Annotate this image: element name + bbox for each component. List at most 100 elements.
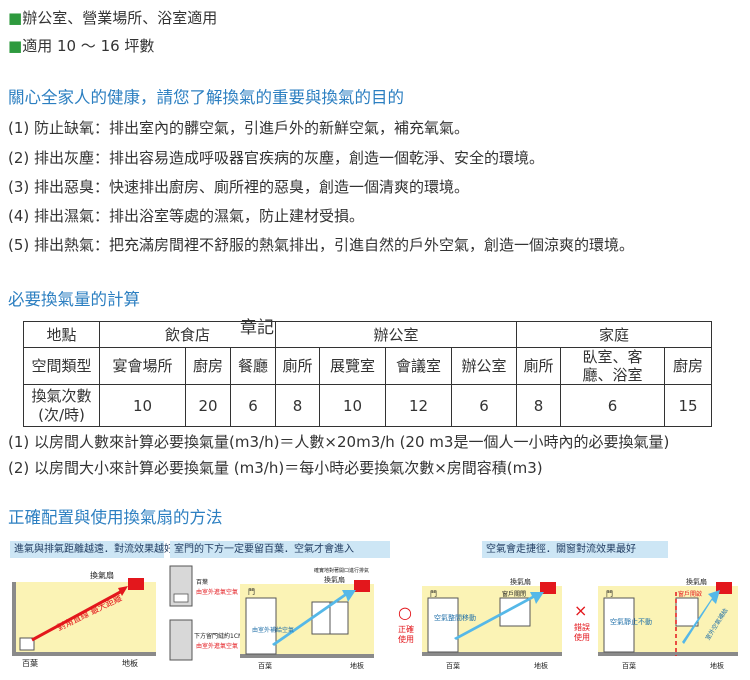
still-air-label: 空氣靜止不動: [610, 617, 652, 626]
health-item: (1) 防止缺氧：排出室內的髒空氣，引進戶外的新鮮空氣，補充氧氣。: [8, 119, 470, 137]
intro-text: 辦公室、營業場所、浴室適用: [22, 9, 218, 27]
diagram-wrong-use: × 錯誤 使用 換氣扇 窗戶開啟 門 空氣靜止不動 室外空氣補給 百葉 地板: [570, 568, 742, 672]
correct-label: 使用: [398, 634, 414, 644]
door-label: 門: [248, 588, 255, 596]
arrowhead-icon: [118, 586, 128, 596]
vent-grille: [19, 637, 35, 651]
floor-line: [598, 652, 738, 656]
space-type-cell: 廚房: [185, 347, 231, 385]
green-square-icon: ■: [8, 9, 23, 27]
rate-cell: 8: [275, 384, 321, 427]
door-vent-note: 由室外進氣空氣: [196, 588, 238, 596]
row-label-space-type: 空間類型: [23, 347, 100, 385]
diagram-diagonal-distance: 換氣扇 對角直線 最大距離 百葉 地板: [10, 566, 158, 672]
floor-line: [240, 654, 374, 658]
fan-icon: [354, 580, 370, 592]
wrong-label: 使用: [574, 632, 590, 642]
space-type-cell: 餐廳: [229, 347, 277, 385]
floor-label: 地板: [710, 661, 724, 670]
vent-label: 百葉: [446, 661, 460, 670]
airflow-arrow: [682, 590, 720, 644]
floor-line: [12, 652, 156, 656]
rate-cell: 6: [229, 384, 277, 427]
caption-door-vent: 室門的下方一定要留百葉．空氣才會進入: [170, 541, 390, 558]
wall-left: [12, 582, 16, 656]
door-gap-note: 由室外進氣空氣: [196, 642, 238, 650]
door-frame: [245, 597, 277, 655]
intro-text: 適用 10 ～ 16 坪數: [22, 37, 155, 55]
health-heading: 關心全家人的健康，請您了解換氣的重要與換氣的目的: [8, 88, 404, 107]
vent-grille: [173, 593, 189, 603]
rate-label-line1: 換氣次數: [31, 386, 92, 405]
vent-label: 百葉: [258, 661, 272, 670]
correct-label: 正確: [398, 624, 414, 634]
space-type-cell: 廁所: [516, 347, 562, 385]
rate-cell: 15: [664, 384, 713, 427]
airflow-arrow: [454, 592, 544, 640]
rate-cell: 6: [560, 384, 666, 427]
door-gap-label: 下方留門縫約1CM: [194, 632, 243, 640]
floor-label: 地板: [122, 658, 138, 668]
exhaust-note: 確實地對著開口進行排氣: [314, 567, 369, 574]
space-type-cell: 廚房: [664, 347, 713, 385]
window-label: 窗戶關閉: [502, 590, 526, 598]
fan-icon: [540, 582, 556, 594]
wrong-mark-icon: ×: [574, 601, 587, 620]
window-frame: [675, 597, 699, 627]
space-type-cell: 宴會場所: [99, 347, 186, 385]
rate-cell: 10: [319, 384, 387, 427]
intro-line-size: ■適用 10 ～ 16 坪數: [8, 36, 154, 56]
caption-distance: 進氣與排氣距離越遠．對流效果越好: [10, 541, 174, 558]
door-frame: [427, 597, 459, 653]
fan-label: 換氣扇: [510, 577, 531, 586]
header-home: 家庭: [516, 321, 713, 348]
door-label: 門: [430, 590, 437, 598]
health-item: (5) 排出熱氣：把充滿房間裡不舒服的熱氣排出，引進自然的戶外空氣，創造一個涼爽…: [8, 236, 635, 254]
rate-cell: 12: [385, 384, 453, 427]
calc-heading: 必要換氣量的計算: [8, 290, 140, 309]
vent-label: 百葉: [22, 658, 38, 668]
rate-label-line2: (次/時): [38, 405, 85, 424]
fan-icon: [716, 582, 732, 594]
calc-note: (1) 以房間人數來計算必要換氣量(m3/h)＝人數×20m3/h (20 m3…: [8, 433, 670, 451]
door-vent-label: 百葉: [196, 578, 208, 586]
row-label-rate: 換氣次數 (次/時): [23, 384, 100, 427]
caption-shortcut: 空氣會走捷徑．關窗對流效果最好: [482, 541, 668, 558]
airflow-arrow: [272, 590, 356, 646]
stamp-text: 章記: [240, 318, 274, 338]
fan-label: 換氣扇: [90, 570, 114, 580]
correct-mark-icon: ○: [398, 603, 412, 622]
header-location: 地點: [23, 321, 100, 348]
fan-icon: [128, 578, 144, 590]
rate-cell: 10: [99, 384, 186, 427]
airflow-label: 由室外補給空氣: [252, 626, 294, 634]
green-square-icon: ■: [8, 37, 23, 55]
header-office: 辦公室: [275, 321, 518, 348]
fan-label: 換氣扇: [686, 577, 707, 586]
fan-label: 換氣扇: [324, 575, 345, 584]
rate-cell: 6: [451, 384, 518, 427]
health-item: (4) 排出濕氣：排出浴室等處的濕氣，防止建材受損。: [8, 207, 365, 225]
floor-line: [422, 652, 562, 656]
floor-label: 地板: [534, 661, 548, 670]
rate-cell: 8: [516, 384, 562, 427]
vent-label: 百葉: [622, 661, 636, 670]
ventilation-table: 地點 飲食店 辦公室 家庭 空間類型 宴會場所 廚房 餐廳 廁所 展覽室 會議室…: [23, 321, 713, 427]
diagram-correct-use: ○ 正確 使用 換氣扇 窗戶關閉 門 空氣整間移動 百葉 地板: [394, 568, 566, 672]
room-wall: [12, 582, 156, 656]
space-type-cell: 臥室、客廳、浴室: [560, 347, 666, 385]
window-label: 窗戶開啟: [678, 590, 702, 598]
wrong-label: 錯誤: [574, 622, 590, 632]
health-item: (2) 排出灰塵：排出容易造成呼吸器官疾病的灰塵，創造一個乾淨、安全的環境。: [8, 149, 545, 167]
door-frame: [603, 597, 635, 653]
airflow-label: 空氣整間移動: [434, 613, 476, 622]
space-type-cell: 辦公室: [451, 347, 518, 385]
door-label: 門: [606, 590, 613, 598]
diagram-door-vent: 百葉 由室外進氣空氣 下方留門縫約1CM 由室外進氣空氣 確實地對著開口進行排氣…: [164, 562, 376, 672]
space-type-cell: 會議室: [385, 347, 453, 385]
diagonal-arrow: [31, 588, 125, 642]
intro-line-usage: ■辦公室、營業場所、浴室適用: [8, 8, 217, 28]
health-item: (3) 排出惡臭：快速排出廚房、廁所裡的惡臭，創造一個清爽的環境。: [8, 178, 470, 196]
space-type-cell: 展覽室: [319, 347, 387, 385]
header-restaurant: 飲食店: [98, 321, 277, 348]
